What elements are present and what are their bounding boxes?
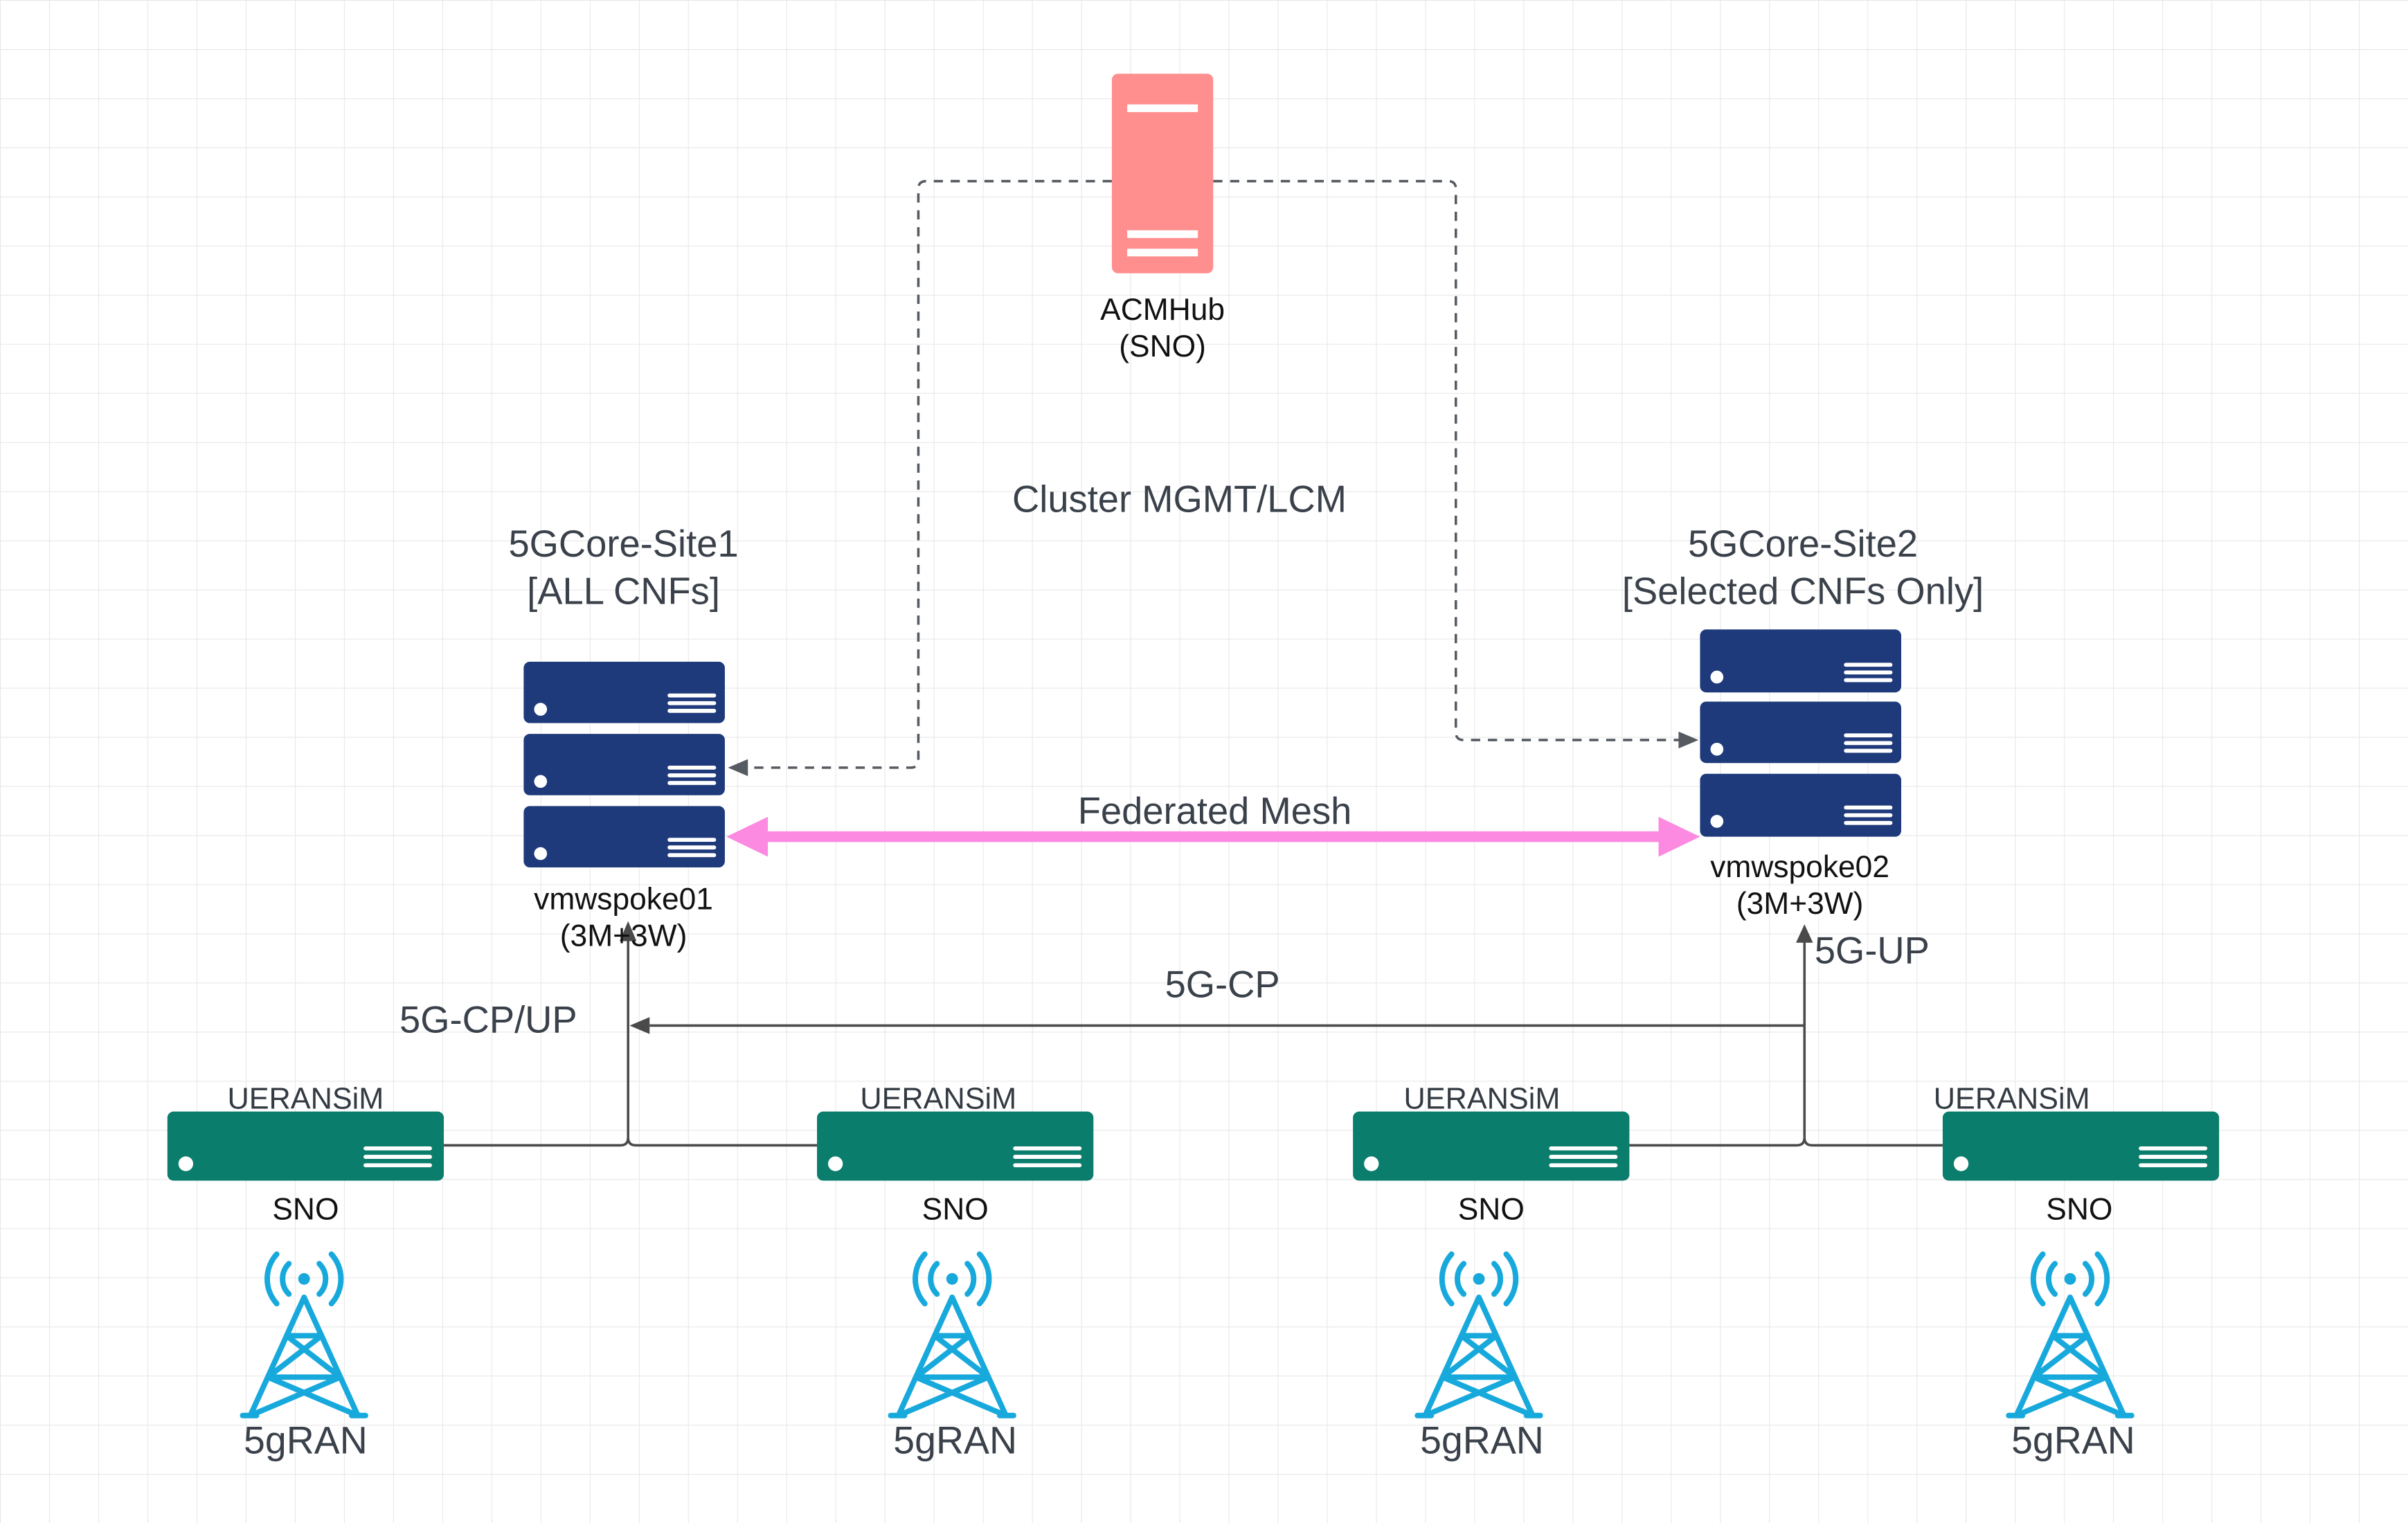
sno-label: SNO xyxy=(922,1193,989,1227)
server-unit-icon xyxy=(1353,1111,1630,1181)
server-unit-icon xyxy=(1942,1111,2220,1181)
ueransim-label: UERANSiM xyxy=(1404,1083,1561,1116)
cp-up-link-label: 5G-CP/UP xyxy=(399,998,577,1040)
cell-tower-icon xyxy=(1414,1251,1543,1418)
rack-unit xyxy=(523,734,725,795)
ueransim-label: UERANSiM xyxy=(1934,1083,2090,1116)
cell-tower-icon xyxy=(888,1251,1016,1418)
site2-subtitle: [Selected CNFs Only] xyxy=(1622,570,1984,613)
mgmt-link-site2 xyxy=(1213,179,1699,749)
site2-title: 5GCore-Site2 xyxy=(1688,523,1918,565)
arrowhead-up xyxy=(620,921,637,941)
cell-tower-icon xyxy=(240,1251,368,1418)
sno-label: SNO xyxy=(272,1193,339,1227)
site2-uplink xyxy=(1796,924,1813,1138)
arrowhead-right xyxy=(1678,731,1699,749)
ueransim-label: UERANSiM xyxy=(227,1083,384,1116)
server-unit-icon xyxy=(817,1111,1094,1181)
site1-subtitle: [ALL CNFs] xyxy=(527,570,720,613)
ueransim-node-4: UERANSiM SNO xyxy=(1934,1083,2220,1227)
site1-title: 5GCore-Site1 xyxy=(508,523,738,565)
mesh-label: Federated Mesh xyxy=(1078,790,1352,832)
site1-server-rack-icon xyxy=(523,661,725,868)
rack-unit xyxy=(1700,629,1902,693)
ran-label: 5gRAN xyxy=(893,1418,1017,1461)
rack-unit xyxy=(1700,701,1902,764)
hub-name: ACMHub xyxy=(1100,293,1225,327)
hub-type: (SNO) xyxy=(1119,330,1206,363)
cp-link xyxy=(629,1017,1805,1034)
site2-host: vmwspoke02 xyxy=(1710,850,1889,884)
server-unit-icon xyxy=(167,1111,444,1181)
rack-unit xyxy=(523,661,725,723)
acm-hub-server-icon xyxy=(1111,73,1214,273)
ueransim-label: UERANSiM xyxy=(860,1083,1016,1116)
arrowhead-left xyxy=(726,816,769,857)
site1-size: (3M+3W) xyxy=(560,919,688,953)
rack-unit xyxy=(523,806,725,868)
arrowhead-left xyxy=(629,1017,650,1034)
mgmt-link-site1 xyxy=(728,179,1112,777)
ueransim-node-3: UERANSiM SNO xyxy=(1353,1083,1630,1227)
site2-server-rack-icon xyxy=(1700,629,1902,837)
arrowhead-left xyxy=(728,759,748,777)
arrowhead-right xyxy=(1658,816,1700,857)
cp-link-label: 5G-CP xyxy=(1165,963,1280,1005)
up-link-label: 5G-UP xyxy=(1815,930,1930,972)
mgmt-link-label: Cluster MGMT/LCM xyxy=(1012,478,1347,521)
site1-uplink xyxy=(620,921,637,1138)
cell-tower-icon xyxy=(2006,1251,2135,1418)
federated-mesh-link xyxy=(726,816,1700,857)
rack-unit xyxy=(1700,773,1902,837)
ran-label: 5gRAN xyxy=(1420,1418,1544,1461)
ueransim-node-1: UERANSiM SNO xyxy=(167,1083,444,1227)
ran-label: 5gRAN xyxy=(244,1418,368,1461)
ueransim-node-2: UERANSiM SNO xyxy=(817,1083,1094,1227)
ran-bus-site2 xyxy=(1629,1137,1943,1147)
arrowhead-up xyxy=(1796,924,1813,943)
site1-host: vmwspoke01 xyxy=(534,883,713,917)
ran-label: 5gRAN xyxy=(2011,1418,2135,1461)
sno-label: SNO xyxy=(1458,1193,1525,1227)
ran-bus-site1 xyxy=(444,1137,818,1147)
site2-size: (3M+3W) xyxy=(1736,887,1864,921)
sno-label: SNO xyxy=(2046,1193,2112,1227)
